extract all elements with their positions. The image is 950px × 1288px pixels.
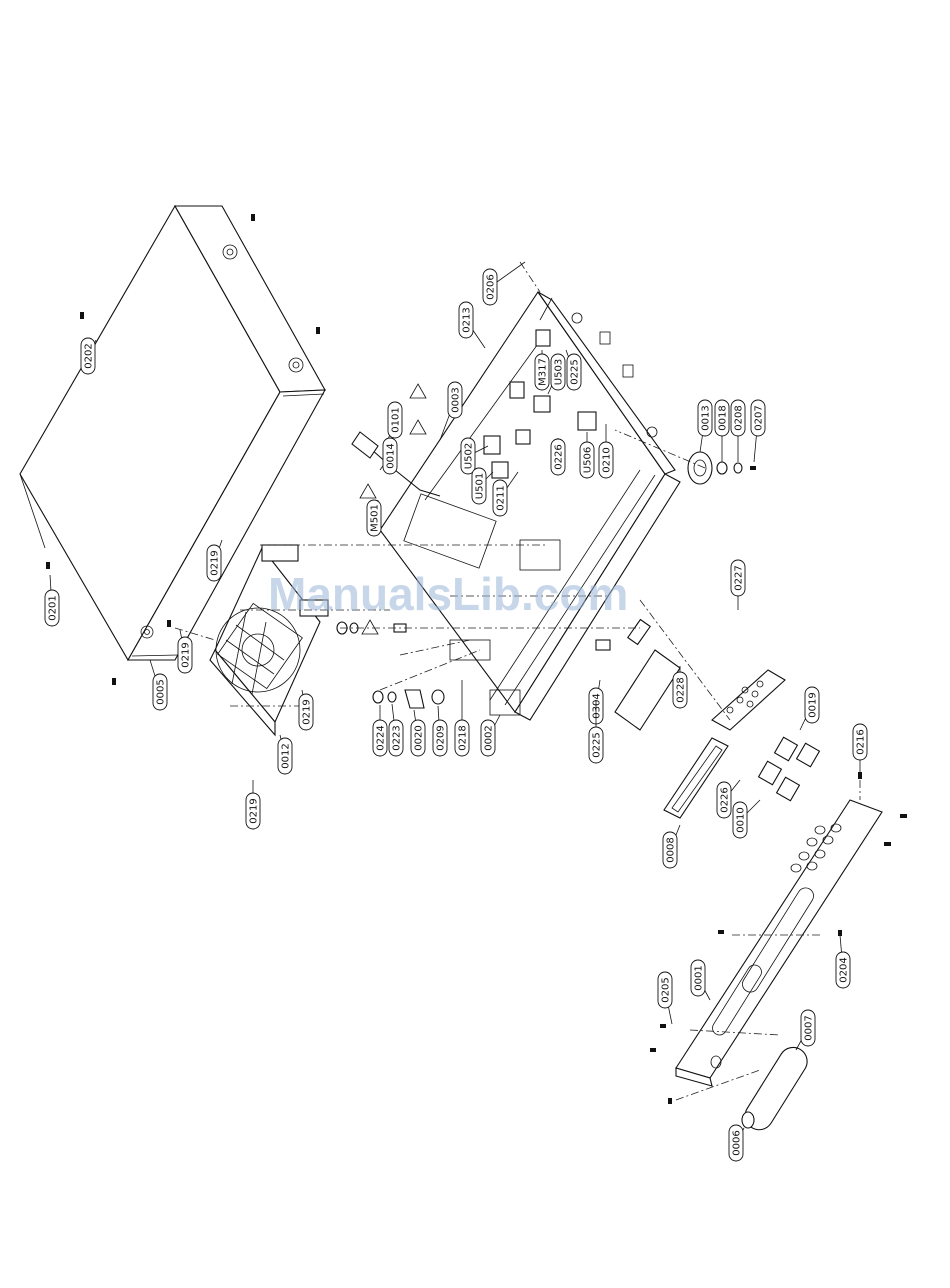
part-label: 0202 xyxy=(84,343,95,368)
part-label: 0018 xyxy=(718,405,729,430)
part-label: U501 xyxy=(475,473,486,499)
part-tag-0014: 0014 xyxy=(380,438,397,474)
part-tag-0012: 0012 xyxy=(278,735,292,774)
part-label: U503 xyxy=(554,359,565,385)
part-tag-0213: 0213 xyxy=(459,302,485,348)
part-tag-m501: M501 xyxy=(367,500,381,536)
part-label: 0219 xyxy=(210,550,221,575)
part-label: 0001 xyxy=(694,965,705,990)
door-and-knob xyxy=(740,1042,812,1135)
part-label: 0223 xyxy=(392,725,403,750)
part-label: 0008 xyxy=(666,837,677,862)
part-tag-0019: 0019 xyxy=(800,687,819,730)
part-tag-0208: 0208 xyxy=(731,400,745,462)
part-label: M501 xyxy=(370,504,381,532)
part-label: 0006 xyxy=(732,1130,743,1155)
part-label: 0002 xyxy=(484,725,495,750)
part-label: 0012 xyxy=(281,743,292,768)
part-label: 0210 xyxy=(602,447,613,472)
part-label: 0207 xyxy=(754,405,765,430)
part-tag-0216: 0216 xyxy=(853,724,867,772)
part-label: 0219 xyxy=(181,642,192,667)
part-label: 0216 xyxy=(856,729,867,754)
part-tag-0018: 0018 xyxy=(715,400,729,462)
part-tag-0010: 0010 xyxy=(733,800,760,838)
part-label: 0228 xyxy=(676,677,687,702)
part-label: 0224 xyxy=(376,725,387,750)
part-tag-0206: 0206 xyxy=(483,262,525,305)
part-label: 0101 xyxy=(391,407,402,432)
part-label: 0226 xyxy=(554,444,565,469)
watermark: ManualsLib.com xyxy=(268,568,628,620)
small-hardware xyxy=(337,622,444,708)
part-label: 0227 xyxy=(734,565,745,590)
part-tag-0201: 0201 xyxy=(45,575,59,626)
part-label: 0003 xyxy=(451,387,462,412)
part-label: 0007 xyxy=(804,1015,815,1040)
part-tag-0013: 0013 xyxy=(698,400,712,452)
part-tag-0219: 0219 xyxy=(246,780,260,829)
part-tag-0223: 0223 xyxy=(389,704,403,756)
part-tag-0020: 0020 xyxy=(411,710,425,756)
part-label: 0205 xyxy=(661,977,672,1002)
part-tag-0225: 0225 xyxy=(566,350,581,390)
part-label: 0206 xyxy=(486,274,497,299)
part-label: 0020 xyxy=(414,725,425,750)
part-label: 0211 xyxy=(496,485,507,510)
part-label: 0204 xyxy=(839,957,850,982)
chassis xyxy=(380,292,680,720)
part-tag-0226: 0226 xyxy=(551,438,565,475)
part-tag-0218: 0218 xyxy=(455,680,469,756)
part-tag-0006: 0006 xyxy=(729,1125,744,1161)
part-label: U502 xyxy=(464,443,475,469)
part-tag-0202: 0202 xyxy=(81,338,96,374)
part-label: 0208 xyxy=(734,405,745,430)
part-tag-m317: M317 xyxy=(535,350,549,390)
part-label: M317 xyxy=(538,358,549,386)
part-label: 0014 xyxy=(386,443,397,468)
part-tag-0002: 0002 xyxy=(481,715,500,756)
part-tag-0008: 0008 xyxy=(663,825,680,868)
part-label: 0213 xyxy=(462,307,473,332)
part-label: 0010 xyxy=(736,807,747,832)
part-tag-0207: 0207 xyxy=(751,400,765,462)
part-label: 0225 xyxy=(570,359,581,384)
front-panel xyxy=(676,800,882,1086)
key-board xyxy=(712,670,819,801)
part-label: 0225 xyxy=(592,732,603,757)
part-tag-0224: 0224 xyxy=(373,705,387,756)
part-tag-0205: 0205 xyxy=(658,972,672,1024)
part-tag-0209: 0209 xyxy=(433,706,447,756)
part-label: 0201 xyxy=(48,595,59,620)
part-label: 0219 xyxy=(302,699,313,724)
part-label: 0218 xyxy=(458,725,469,750)
part-label: 0209 xyxy=(436,725,447,750)
part-label: 0219 xyxy=(249,798,260,823)
part-tag-0204: 0204 xyxy=(836,935,850,988)
part-tag-0219: 0219 xyxy=(299,690,313,730)
part-tag-0007: 0007 xyxy=(796,1010,815,1050)
part-label: U506 xyxy=(583,447,594,473)
part-label: 0019 xyxy=(808,692,819,717)
part-tag-0005: 0005 xyxy=(150,660,167,710)
rear-bracket xyxy=(596,620,680,730)
part-label: 0304 xyxy=(592,693,603,718)
part-label: 0013 xyxy=(701,405,712,430)
part-label: 0226 xyxy=(720,787,731,812)
part-label: 0005 xyxy=(156,679,167,704)
part-tag-0227: 0227 xyxy=(731,560,745,610)
part-tag-0001: 0001 xyxy=(691,960,710,1000)
